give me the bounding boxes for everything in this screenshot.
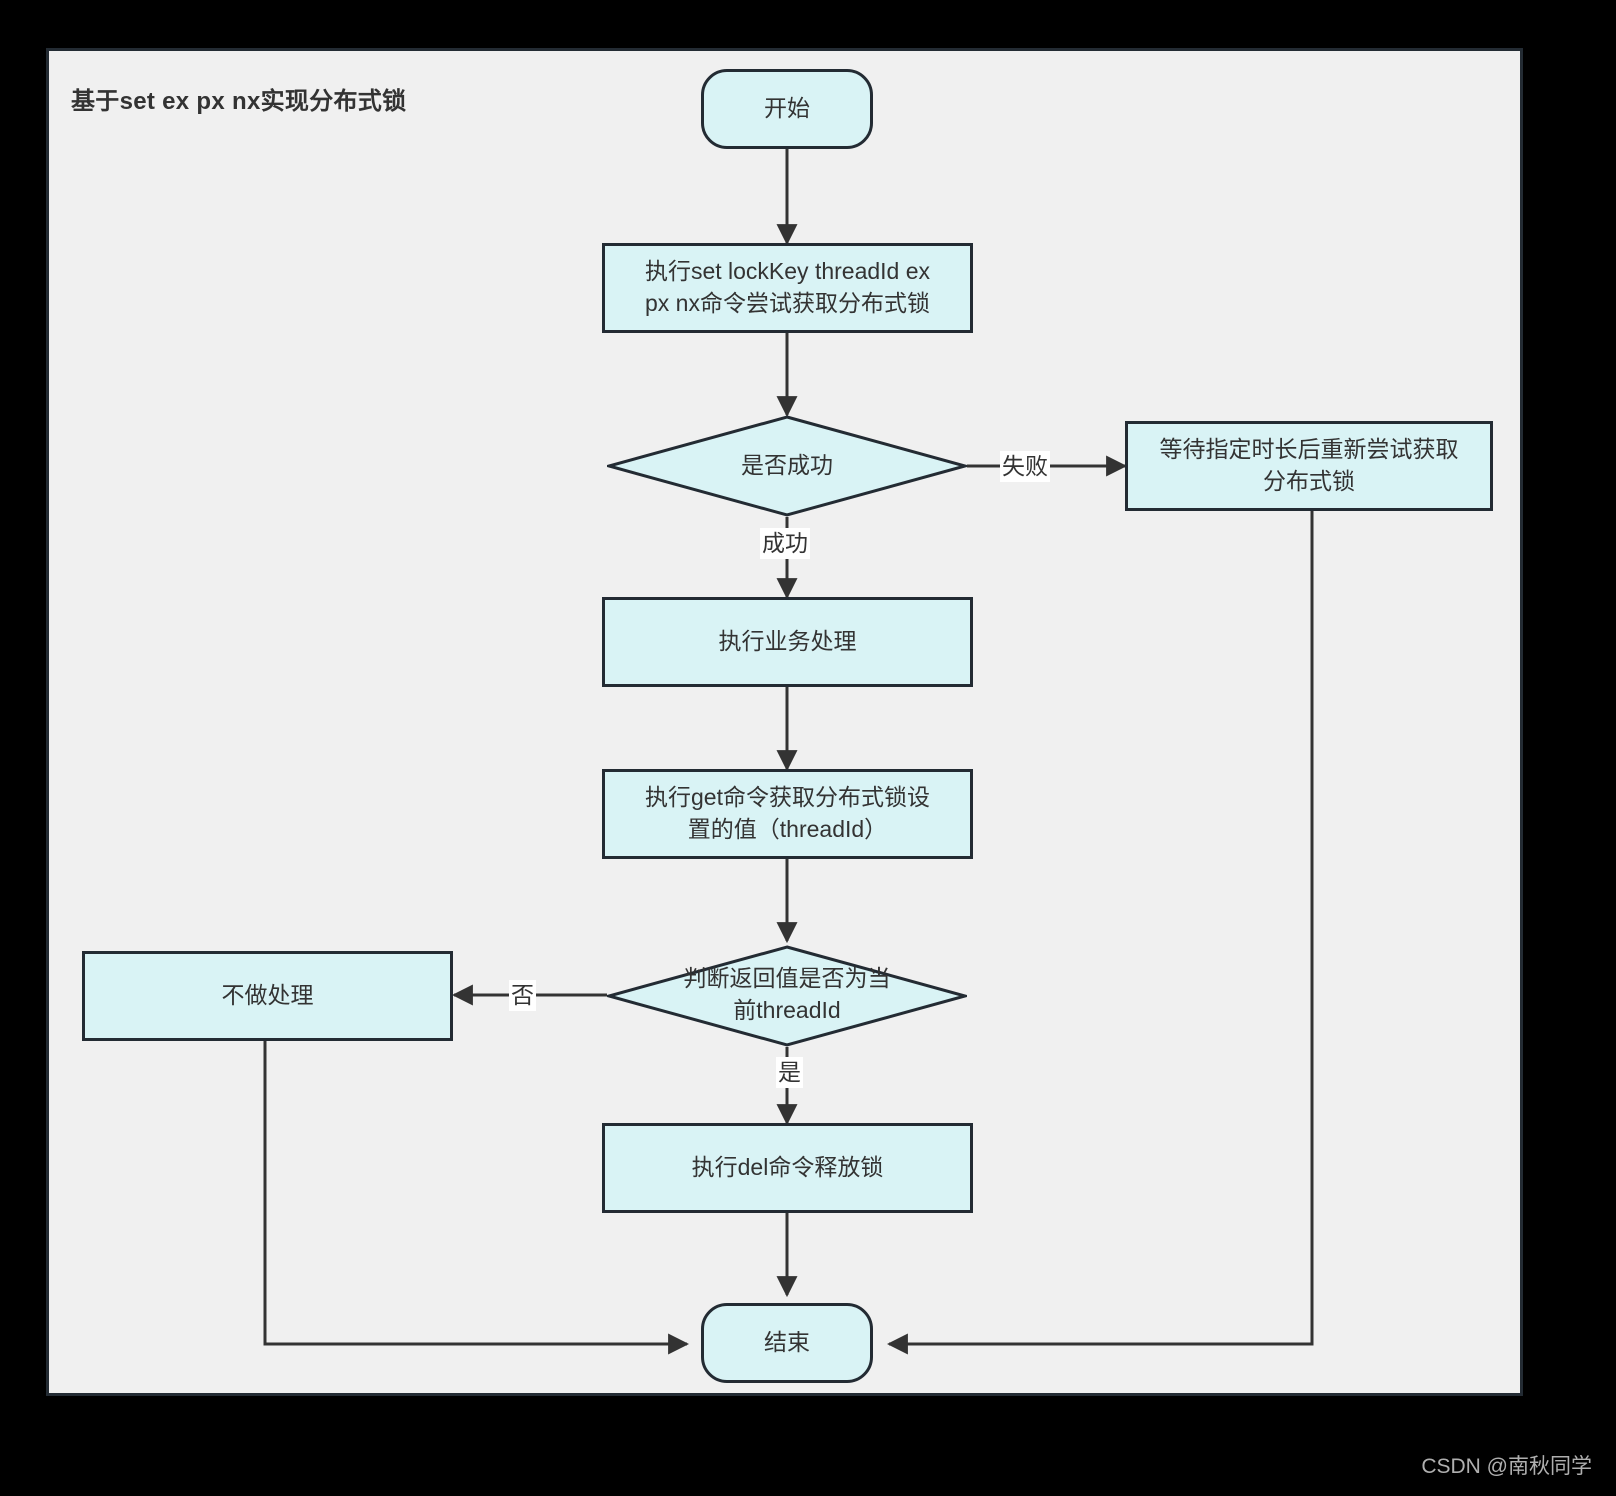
node-set-command-label: 执行set lockKey threadId ex px nx命令尝试获取分布式… bbox=[644, 258, 931, 316]
node-is-success[interactable]: 是否成功 bbox=[607, 415, 967, 517]
edge-label-success: 成功 bbox=[760, 528, 810, 559]
flowchart-frame: 基于set ex px nx实现分布式锁 bbox=[46, 48, 1523, 1396]
node-check-thread[interactable]: 判断返回值是否为当 前threadId bbox=[607, 945, 967, 1047]
node-get-command-label: 执行get命令获取分布式锁设 置的值（threadId） bbox=[645, 784, 930, 842]
node-retry-wait[interactable]: 等待指定时长后重新尝试获取 分布式锁 bbox=[1125, 421, 1493, 511]
node-get-command[interactable]: 执行get命令获取分布式锁设 置的值（threadId） bbox=[602, 769, 973, 859]
edge-noop-to-end bbox=[263, 1041, 690, 1355]
node-start[interactable]: 开始 bbox=[701, 69, 873, 149]
edge-label-no: 否 bbox=[509, 980, 536, 1011]
edge-label-fail: 失败 bbox=[1000, 451, 1050, 482]
node-set-command[interactable]: 执行set lockKey threadId ex px nx命令尝试获取分布式… bbox=[602, 243, 973, 333]
node-start-label: 开始 bbox=[764, 95, 810, 122]
node-business[interactable]: 执行业务处理 bbox=[602, 597, 973, 687]
diamond-shape-check-thread bbox=[607, 945, 967, 1047]
node-retry-wait-label: 等待指定时长后重新尝试获取 分布式锁 bbox=[1159, 436, 1459, 494]
edge-label-yes: 是 bbox=[776, 1057, 803, 1088]
node-business-label: 执行业务处理 bbox=[718, 628, 857, 655]
watermark: CSDN @南秋同学 bbox=[1421, 1455, 1592, 1478]
diagram-title: 基于set ex px nx实现分布式锁 bbox=[71, 88, 407, 115]
node-no-op[interactable]: 不做处理 bbox=[82, 951, 453, 1041]
node-del-command-label: 执行del命令释放锁 bbox=[691, 1154, 884, 1181]
node-end-label: 结束 bbox=[764, 1329, 810, 1356]
edge-retry-to-end bbox=[886, 506, 1314, 1355]
node-del-command[interactable]: 执行del命令释放锁 bbox=[602, 1123, 973, 1213]
diamond-shape-is-success bbox=[607, 415, 967, 517]
node-no-op-label: 不做处理 bbox=[221, 982, 314, 1009]
node-end[interactable]: 结束 bbox=[701, 1303, 873, 1383]
